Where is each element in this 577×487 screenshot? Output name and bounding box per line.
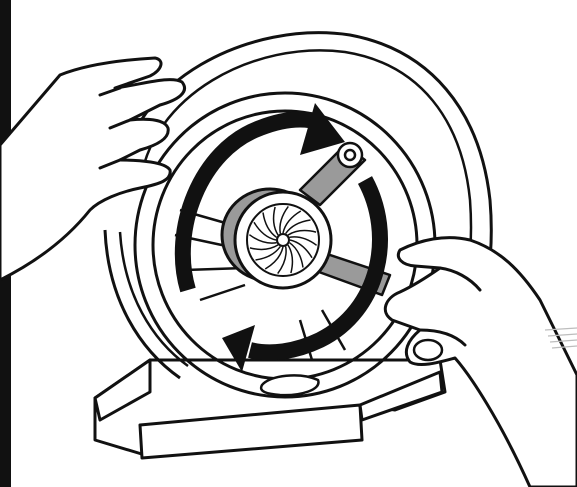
stand-base — [95, 360, 445, 458]
frame-latch — [261, 375, 318, 395]
left-hand — [0, 58, 185, 280]
motor-hub — [222, 189, 331, 288]
